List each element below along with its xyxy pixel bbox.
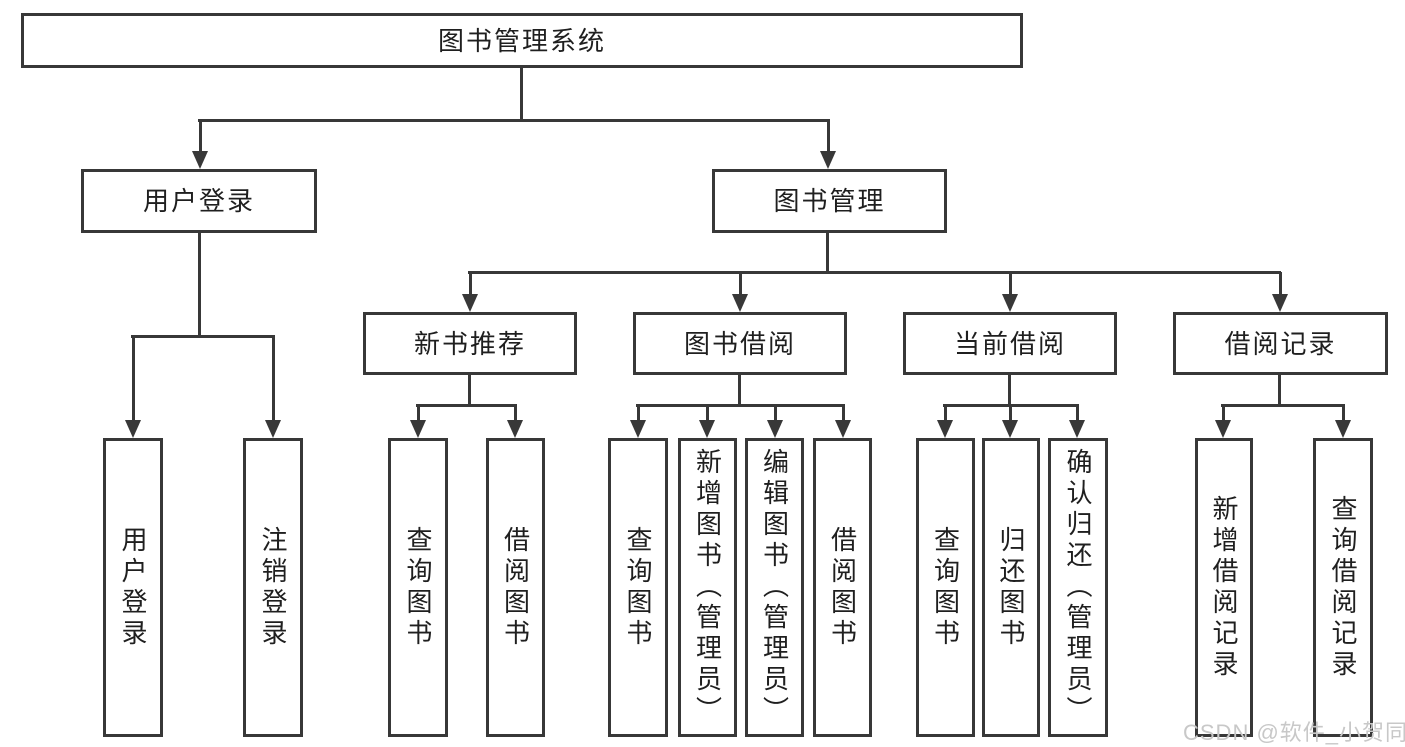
leaf-br-add-label: 新增借阅记录: [1209, 494, 1239, 681]
connector-level3-rail: [468, 271, 1281, 274]
arrow-to-bb-edit: [767, 405, 783, 438]
arrow-to-ul-logout: [265, 336, 281, 438]
connector-book-borrow-rail: [636, 404, 845, 407]
leaf-nb-query: 查询图书: [388, 438, 448, 737]
node-current-borrow-label: 当前借阅: [953, 328, 1066, 359]
leaf-bb-add-label: 新增图书（管理员）: [692, 448, 723, 727]
watermark: CSDN @软件_小贺同学: [1183, 720, 1405, 745]
connector-level2-rail: [198, 119, 830, 122]
leaf-nb-query-label: 查询图书: [403, 525, 433, 650]
arrow-to-cb-confirm: [1069, 405, 1085, 438]
leaf-br-add: 新增借阅记录: [1195, 438, 1253, 737]
node-user-login: 用户登录: [81, 169, 317, 233]
leaf-bb-query-label: 查询图书: [623, 525, 653, 650]
leaf-br-query-label: 查询借阅记录: [1328, 494, 1358, 681]
leaf-ul-logout: 注销登录: [243, 438, 303, 737]
node-book-borrow-label: 图书借阅: [683, 328, 796, 359]
arrow-to-br-add: [1215, 405, 1231, 438]
leaf-bb-edit: 编辑图书（管理员）: [745, 438, 804, 737]
leaf-bb-edit-label: 编辑图书（管理员）: [759, 448, 790, 727]
leaf-br-query: 查询借阅记录: [1313, 438, 1373, 737]
arrow-to-nb-query: [410, 405, 426, 438]
node-current-borrow: 当前借阅: [903, 312, 1117, 375]
node-user-login-label: 用户登录: [142, 186, 255, 216]
arrow-to-borrow-records: [1272, 272, 1288, 312]
arrow-to-user-login: [192, 120, 208, 169]
connector-user-login-stub: [198, 231, 201, 338]
leaf-cb-query-label: 查询图书: [930, 525, 961, 650]
arrow-to-cb-return: [1002, 405, 1018, 438]
node-book-borrow: 图书借阅: [633, 312, 847, 375]
connector-root-stub: [520, 65, 523, 122]
leaf-bb-borrow: 借阅图书: [813, 438, 872, 737]
connector-current-borrow-stub: [1008, 373, 1011, 407]
arrow-to-book-mgmt: [820, 120, 836, 169]
leaf-ul-login-label: 用户登录: [118, 525, 148, 650]
arrow-to-new-books: [462, 272, 478, 312]
arrow-to-current-borrow: [1002, 272, 1018, 312]
node-root: 图书管理系统: [21, 13, 1023, 68]
leaf-cb-return: 归还图书: [982, 438, 1040, 737]
connector-new-books-rail: [416, 404, 517, 407]
connector-book-borrow-stub: [738, 373, 741, 407]
connector-user-group-rail: [131, 335, 275, 338]
arrow-to-cb-query: [937, 405, 953, 438]
leaf-cb-query: 查询图书: [916, 438, 975, 737]
arrow-to-bb-borrow: [835, 405, 851, 438]
leaf-nb-borrow-label: 借阅图书: [500, 525, 531, 650]
node-borrow-records-label: 借阅记录: [1224, 328, 1337, 359]
arrow-to-bb-query: [630, 405, 646, 438]
arrow-to-book-borrow: [732, 272, 748, 312]
node-new-books: 新书推荐: [363, 312, 577, 375]
node-borrow-records: 借阅记录: [1173, 312, 1388, 375]
connector-borrow-records-rail: [1221, 404, 1345, 407]
connector-new-books-stub: [468, 373, 471, 407]
connector-borrow-records-stub: [1278, 373, 1281, 407]
leaf-cb-confirm-label: 确认归还（管理员）: [1063, 448, 1093, 727]
node-new-books-label: 新书推荐: [413, 328, 526, 359]
leaf-bb-query: 查询图书: [608, 438, 668, 737]
leaf-bb-borrow-label: 借阅图书: [827, 525, 858, 650]
arrow-to-br-query: [1335, 405, 1351, 438]
leaf-cb-return-label: 归还图书: [996, 525, 1026, 650]
connector-book-mgmt-stub: [826, 231, 829, 274]
arrow-to-nb-borrow: [507, 405, 523, 438]
node-root-label: 图书管理系统: [437, 25, 606, 56]
leaf-bb-add: 新增图书（管理员）: [678, 438, 737, 737]
node-book-mgmt: 图书管理: [712, 169, 947, 233]
leaf-ul-logout-label: 注销登录: [258, 525, 288, 650]
leaf-ul-login: 用户登录: [103, 438, 163, 737]
leaf-nb-borrow: 借阅图书: [486, 438, 545, 737]
node-book-mgmt-label: 图书管理: [773, 186, 886, 216]
arrow-to-ul-login: [125, 336, 141, 438]
arrow-to-bb-add: [699, 405, 715, 438]
leaf-cb-confirm: 确认归还（管理员）: [1048, 438, 1108, 737]
